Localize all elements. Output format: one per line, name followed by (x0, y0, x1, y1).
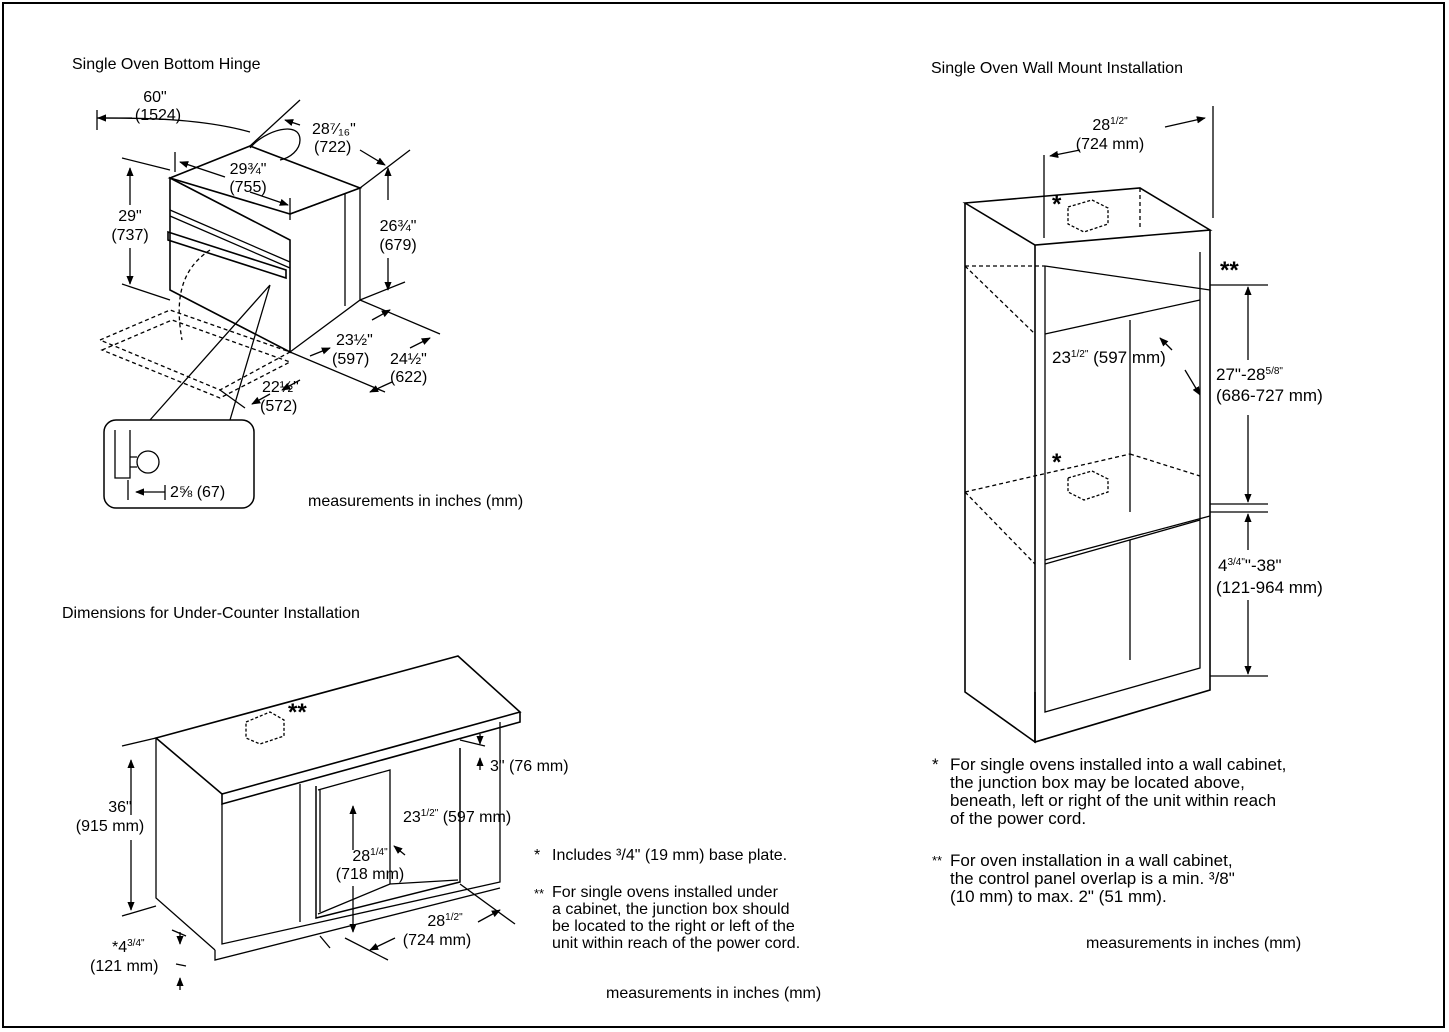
oven-height-in: 29" (118, 208, 142, 225)
under-counter-drawing (121, 655, 522, 990)
junction-box-top-marker: * (1052, 191, 1062, 218)
overlap-marker: ** (1220, 257, 1239, 284)
note-2-marker: ** (534, 886, 545, 901)
oven-height-mm: (737) (111, 227, 149, 244)
base-height-mm: (121 mm) (90, 958, 159, 975)
opening-width-label: 231/2" (597 mm) (1052, 348, 1166, 367)
base-height-in: *43/4" (112, 938, 145, 957)
base-range-in: 43/4""-38" (1218, 556, 1282, 575)
under-counter-units: measurements in inches (mm) (606, 985, 822, 1002)
opening-height-in: 27"-285/8" (1216, 365, 1283, 384)
under-counter-title: Dimensions for Under-Counter Installatio… (62, 605, 360, 622)
oven-width-in: 29¾" (229, 161, 267, 178)
cabinet-width-in: 281/2" (1092, 116, 1128, 135)
wall-mount-note-2: ** For oven installation in a wall cabin… (932, 851, 1235, 906)
counter-width-mm: (724 mm) (402, 932, 472, 949)
base-range-mm: (121-964 mm) (1216, 578, 1323, 597)
junction-box-marker: ** (288, 699, 307, 726)
door-open-in: 22½" (262, 379, 299, 396)
top-gap: 3" (76 mm) (490, 758, 569, 775)
bottom-hinge-oven-drawing (96, 99, 441, 509)
junction-box-mid-marker: * (1052, 449, 1062, 476)
wall-mount-note-1: * For single ovens installed into a wall… (932, 755, 1287, 828)
wall-mount-units: measurements in inches (mm) (1086, 935, 1302, 952)
rear-height-in: 26¾" (379, 218, 417, 235)
cord-length-in: 60" (143, 89, 167, 106)
cutout-width-mm: (597) (332, 351, 370, 368)
door-open-mm: (572) (260, 398, 298, 415)
note-1-marker: * (534, 847, 541, 864)
bottom-hinge-title: Single Oven Bottom Hinge (72, 56, 261, 73)
under-counter-note-2: ** For single ovens installed under a ca… (534, 884, 801, 952)
cord-length-mm: (1524) (134, 107, 182, 124)
wall-note-2-marker: ** (932, 853, 943, 868)
counter-height-mm: (915 mm) (75, 818, 145, 835)
wall-note-1-marker: * (932, 755, 939, 774)
cutout-depth-in: 24½" (390, 351, 427, 368)
counter-width-in: 281/2" (427, 912, 463, 931)
rear-height-mm: (679) (379, 237, 417, 254)
handle-offset: 2⅝ (67) (170, 484, 226, 501)
inner-height-mm: (718 mm) (335, 866, 405, 883)
depth-total-in: 28⁷⁄₁₆" (312, 121, 356, 138)
bottom-hinge-units: measurements in inches (mm) (308, 493, 524, 510)
cutout-width-in: 23½" (336, 332, 373, 349)
cabinet-width-mm: (724 mm) (1075, 136, 1145, 153)
inner-height-in: 281/4" (352, 847, 388, 866)
counter-height-in: 36" (108, 799, 132, 816)
depth-total-mm: (722) (314, 139, 352, 156)
oven-width-mm: (755) (229, 179, 267, 196)
cutout-depth-mm: (622) (390, 369, 428, 386)
inner-width-label: 231/2" (597 mm) (403, 808, 512, 827)
wall-mount-drawing (962, 106, 1268, 744)
under-counter-note-1: * Includes ³/4" (19 mm) base plate. (534, 847, 788, 864)
wall-mount-title: Single Oven Wall Mount Installation (931, 60, 1183, 77)
opening-height-mm: (686-727 mm) (1216, 386, 1323, 405)
